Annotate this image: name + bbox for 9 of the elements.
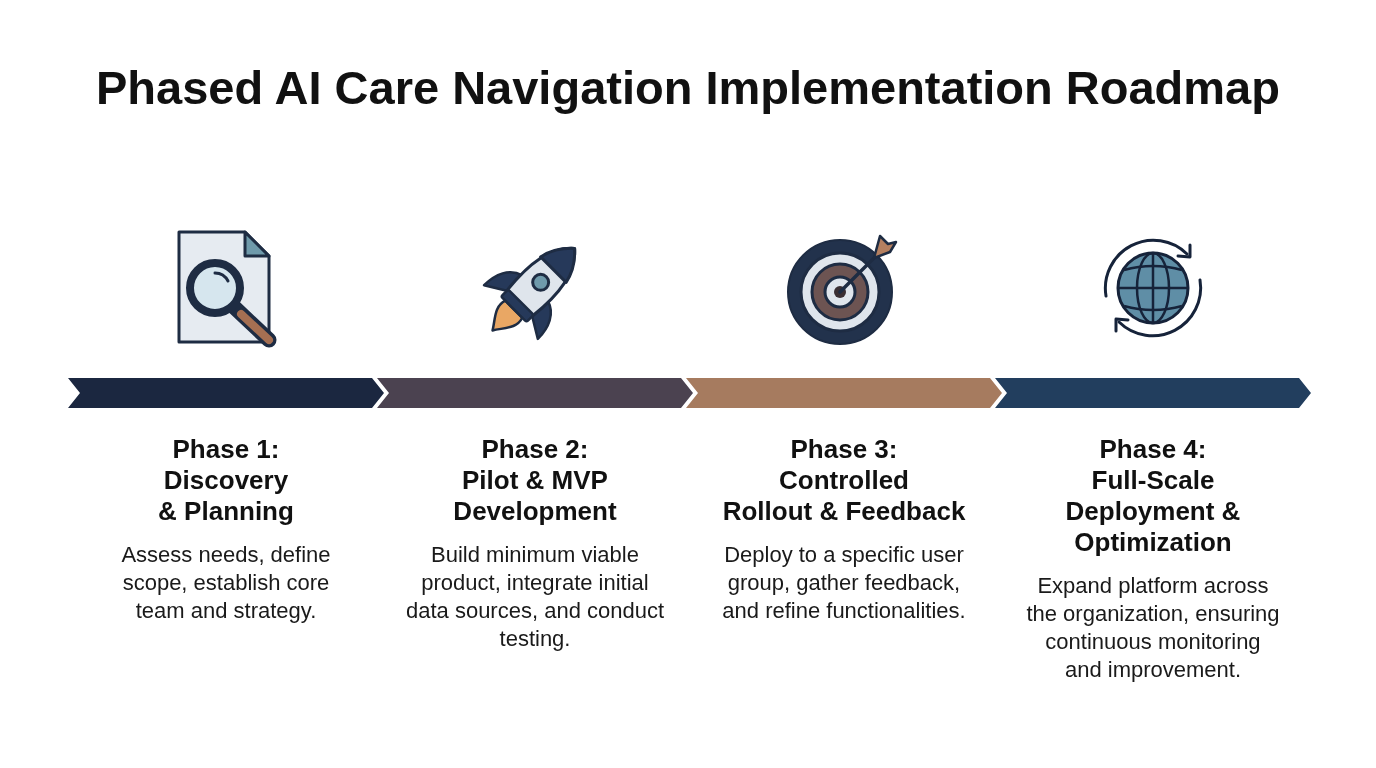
diagram-title: Phased AI Care Navigation Implementation Roadmap xyxy=(95,60,1281,116)
phase-heading: Phase 3: Controlled Rollout & Feedback xyxy=(722,434,966,527)
phase-description: Assess needs, define scope, establish core team and strategy. xyxy=(121,541,331,625)
phase-description: Build minimum viable product, integrate initial data sources, and conduct testing. xyxy=(405,541,665,653)
phase-heading: Phase 2: Pilot & MVP Development xyxy=(453,434,617,527)
phase-description: Deploy to a specific user group, gather feedback, and refine functionalities. xyxy=(722,541,966,625)
phase-heading: Phase 1: Discovery & Planning xyxy=(158,434,294,527)
phase-description: Expand platform across the organization, ensuring continuous monitoring and improvement. xyxy=(1026,572,1280,684)
phase-heading: Phase 4: Full-Scale Deployment & Optimization xyxy=(1065,434,1241,558)
